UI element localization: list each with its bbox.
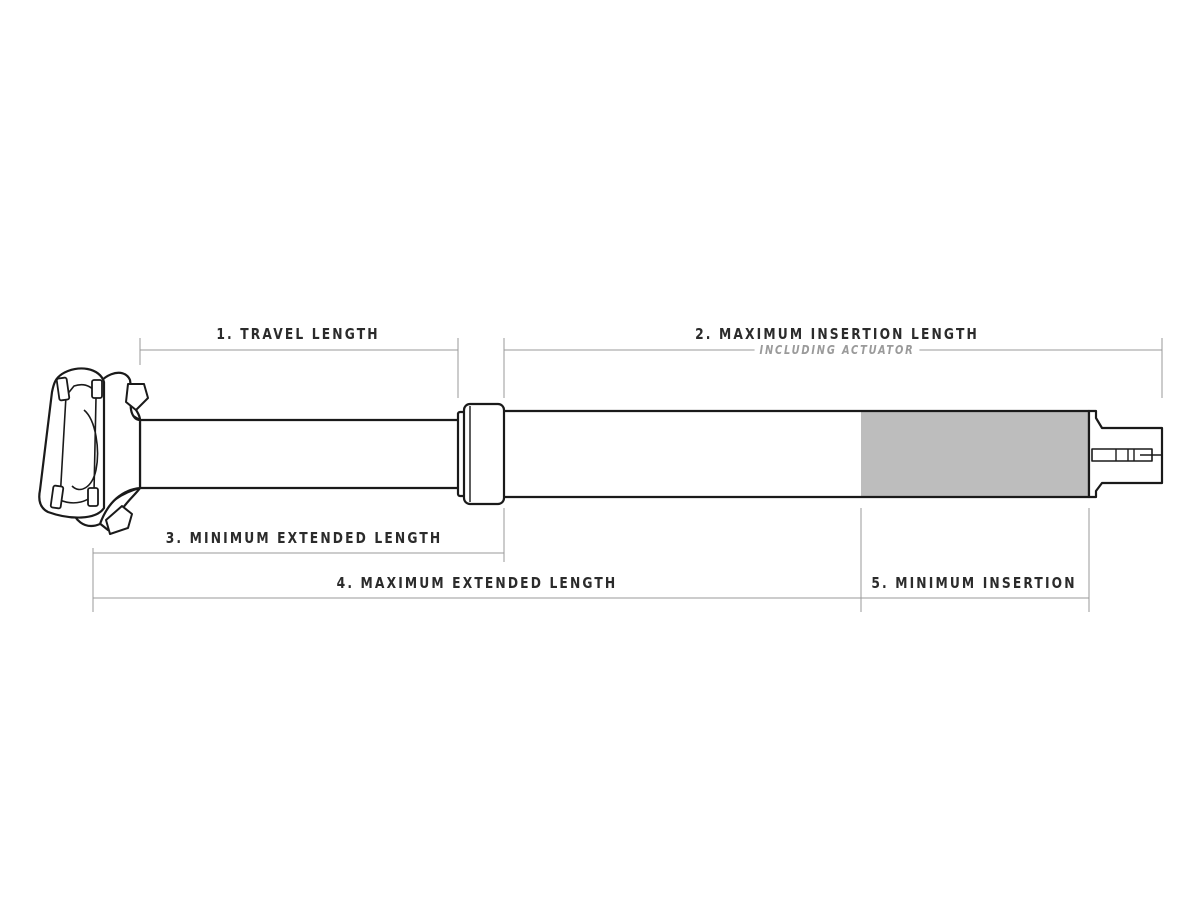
maximum-extended-length-label: 4. MAXIMUM EXTENDED LENGTH (331, 575, 623, 591)
maximum-insertion-length-label: 2. MAXIMUM INSERTION LENGTH (690, 326, 984, 342)
seal-collar (456, 402, 506, 506)
minimum-insertion-label: 5. MINIMUM INSERTION (866, 575, 1082, 591)
seatpost (38, 367, 1164, 535)
minimum-extended-length-dimension (92, 508, 505, 612)
minimum-extended-length-label: 3. MINIMUM EXTENDED LENGTH (160, 530, 448, 546)
travel-length-label: 1. TRAVEL LENGTH (211, 326, 385, 342)
seat-clamp-head (38, 367, 149, 535)
minimum-insertion-zone (861, 411, 1089, 497)
travel-length-dimension (139, 338, 459, 398)
actuator (1087, 409, 1164, 499)
including-actuator-label: INCLUDING ACTUATOR (754, 344, 920, 356)
maximum-extended-length-dimension (93, 508, 862, 612)
stanchion (138, 418, 462, 490)
minimum-insertion-dimension (861, 508, 1090, 612)
